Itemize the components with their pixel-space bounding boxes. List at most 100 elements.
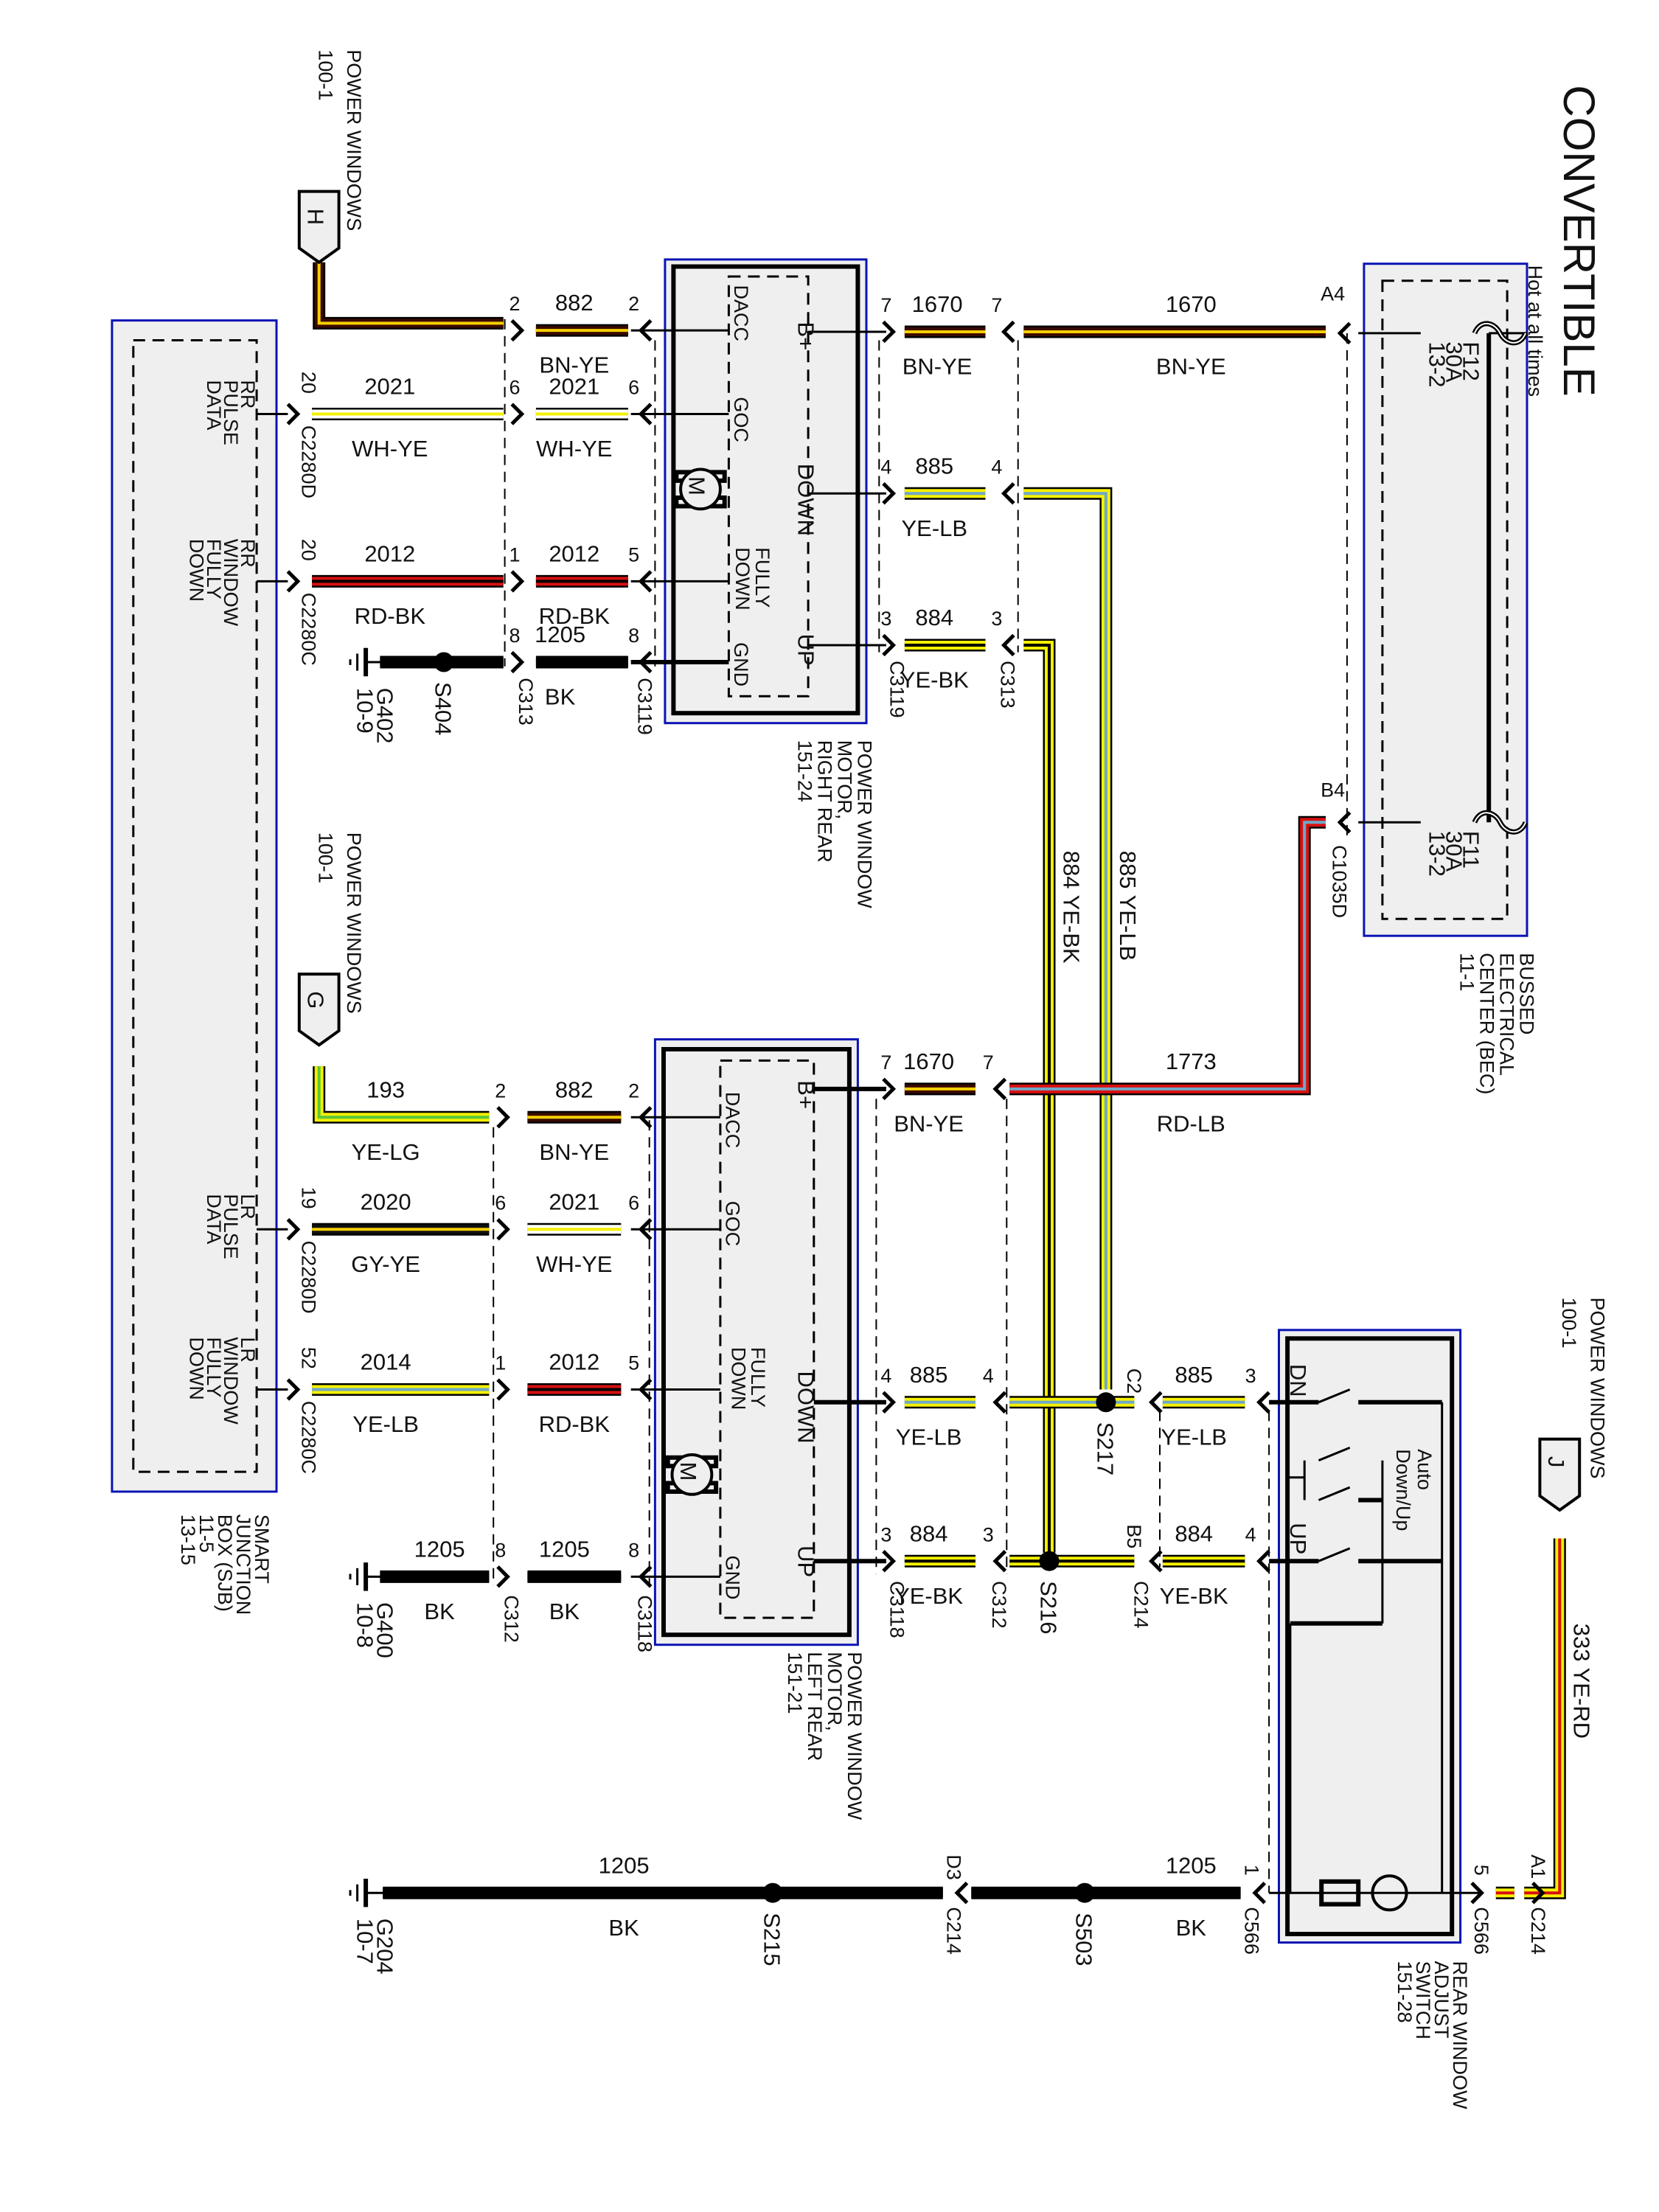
splice-dot-icon — [1096, 1392, 1116, 1413]
offpage-label: 100-1 — [315, 832, 337, 883]
wire-193-stripe — [317, 1066, 490, 1119]
switch-up-contact-icon — [1318, 1547, 1351, 1562]
wire-color-code: RD-BK — [539, 603, 611, 629]
connector-label: C2280D — [298, 1241, 320, 1314]
sjb-signal-label: LR — [237, 1194, 259, 1220]
offpage-label: POWER WINDOWS — [343, 832, 365, 1014]
wire-layer — [312, 262, 1566, 1899]
sjb-signal-label: PULSE — [220, 380, 242, 445]
pin-number: 2 — [628, 1079, 639, 1102]
switch-body — [1285, 1336, 1455, 1937]
circuit-number: 2012 — [549, 1349, 599, 1375]
pin-number: 2 — [628, 293, 639, 315]
fuse-label: F12 — [1458, 341, 1484, 380]
switch-up-label: UP — [1285, 1523, 1311, 1554]
pin-number: 7 — [991, 294, 1002, 316]
sjb-name: 13-15 — [177, 1514, 199, 1565]
connector-pin-icon — [496, 1565, 510, 1588]
ground-label: G400 — [372, 1602, 398, 1658]
pin-number: 8 — [628, 625, 639, 647]
circuit-number: 193 — [366, 1077, 405, 1102]
connector-pin-icon — [1337, 811, 1352, 834]
wire-label: 333 YE-RD — [1569, 1624, 1595, 1739]
connector-label: C3119 — [886, 661, 908, 718]
pin-number: 1 — [1240, 1865, 1262, 1876]
wire-color-code: YE-BK — [894, 1583, 963, 1609]
circuit-number: 885 — [915, 453, 953, 479]
wire-label: 885 YE-LB — [1115, 851, 1141, 961]
connector-pin-icon — [1252, 1881, 1267, 1905]
sjb-signal-label: LR — [237, 1337, 259, 1363]
connector-label: C566 — [1240, 1907, 1262, 1955]
sjb-name: SMART — [251, 1514, 273, 1584]
wire-color-code: YE-BK — [1160, 1583, 1228, 1609]
connector-pin-icon — [638, 1106, 653, 1129]
terminal-label-goc: GOC — [730, 397, 752, 442]
circuit-number: 882 — [555, 290, 594, 316]
pin-number: 3 — [880, 608, 891, 630]
switch-dn-contact-icon — [1318, 1388, 1351, 1404]
splice-dot-icon — [434, 652, 454, 672]
pin-number: A1 — [1527, 1854, 1549, 1879]
connector-label: C313 — [997, 661, 1019, 709]
circuit-number: 884 — [910, 1520, 948, 1546]
connector-pin-icon — [1001, 481, 1015, 505]
ground-label: G204 — [372, 1919, 398, 1975]
sjb-name: JUNCTION — [232, 1514, 254, 1615]
circuit-number: 884 — [1175, 1520, 1213, 1546]
connector-pin-icon — [882, 1077, 897, 1101]
wire-color-code: WH-YE — [352, 436, 428, 462]
wire-color-code: BN-YE — [894, 1111, 964, 1137]
connector-label: C2280D — [298, 425, 320, 498]
splice-label: S503 — [1071, 1913, 1097, 1966]
sjb-signal-label: WINDOW — [220, 539, 242, 627]
wire-color-code: RD-LB — [1157, 1111, 1225, 1137]
pin-number: B5 — [1123, 1524, 1145, 1548]
terminal-label-down: DOWN — [793, 1371, 819, 1444]
fuse-label: 30A — [1441, 831, 1467, 872]
wire-color-code: BN-YE — [1156, 354, 1226, 380]
pin-number: A4 — [1321, 283, 1345, 305]
connector-pin-icon — [1148, 1391, 1163, 1414]
circuit-number: 1670 — [912, 291, 963, 317]
connector-pin-icon — [638, 1218, 653, 1241]
connector-pin-icon — [638, 319, 653, 342]
wire-color-code: BN-YE — [902, 354, 973, 380]
connector-pin-icon — [992, 1550, 1007, 1573]
wire-884-stripe — [1023, 644, 1051, 1553]
offpage-letter: J — [1543, 1456, 1569, 1468]
switch-dn-label: DN — [1285, 1364, 1311, 1397]
pin-number: 6 — [509, 377, 520, 399]
sjb-signal-label: PULSE — [220, 1194, 242, 1259]
offpage-connector-icon — [297, 973, 341, 1047]
ground-label: 10-7 — [352, 1919, 378, 1964]
lr-motor-name: 151-21 — [784, 1652, 806, 1714]
fuse-label: F11 — [1458, 831, 1484, 869]
fuse-label: 30A — [1441, 341, 1467, 382]
sjb-signal-label: WINDOW — [220, 1337, 242, 1425]
fuse-icon-inner — [1473, 812, 1527, 833]
wire-333-stripe — [1524, 1538, 1562, 1895]
circuit-number: 1205 — [1166, 1852, 1217, 1878]
terminal-label-up: UP — [793, 1545, 819, 1577]
lr-motor-name: MOTOR, — [824, 1652, 846, 1731]
pin-number: 2 — [495, 1079, 506, 1102]
pin-number: 8 — [495, 1540, 506, 1562]
terminal-label-fully-down: DOWN — [727, 1347, 749, 1410]
motor-label: M — [684, 476, 710, 495]
sjb-signal-label: DOWN — [186, 539, 208, 602]
wire-label: 884 YE-BK — [1058, 851, 1084, 964]
pin-number: 4 — [983, 1365, 994, 1387]
offpage-label: POWER WINDOWS — [343, 49, 365, 231]
bec-name: CENTER (BEC) — [1476, 953, 1498, 1094]
connector-pin-icon — [882, 1391, 897, 1414]
circuit-number: 2020 — [361, 1189, 411, 1214]
connector-pin-icon — [882, 1550, 897, 1573]
lr-motor-name: LEFT REAR — [804, 1652, 826, 1761]
switch-auto-label: Auto — [1413, 1449, 1436, 1490]
splice-label: S217 — [1092, 1422, 1118, 1475]
hot-at-all-times-label: Hot at all times — [1524, 265, 1546, 397]
circuit-number: 2021 — [549, 1189, 599, 1214]
connector-pin-icon — [992, 1391, 1007, 1414]
